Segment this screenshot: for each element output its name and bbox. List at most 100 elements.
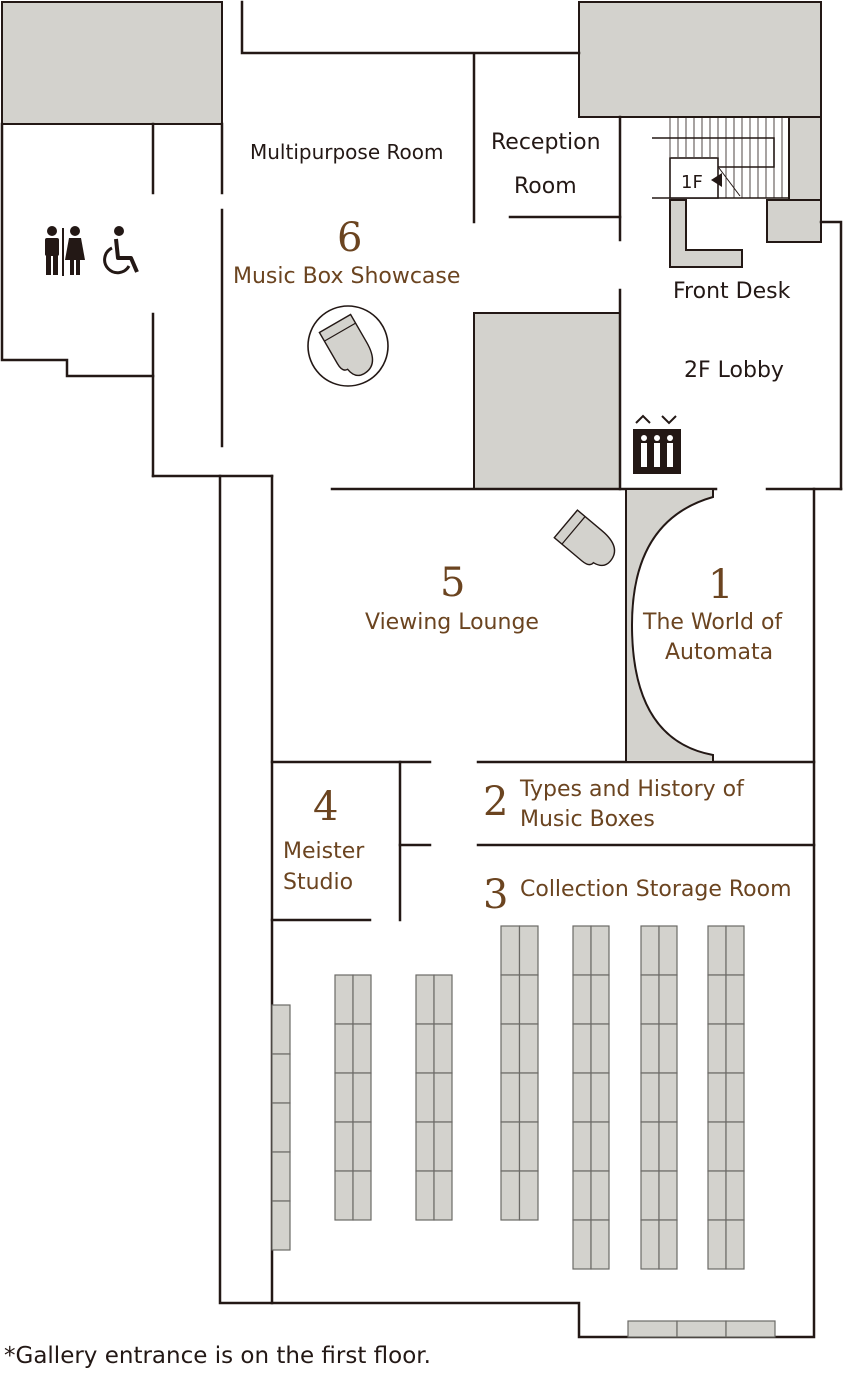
shelf-cell bbox=[500, 925, 521, 976]
block-stair-right bbox=[788, 116, 822, 201]
shelf-cell bbox=[518, 1023, 539, 1074]
shelf-cell bbox=[271, 1053, 291, 1104]
block-top-right bbox=[578, 1, 822, 118]
shelf-cell bbox=[518, 974, 539, 1025]
exhibit-label: Types and History of bbox=[519, 777, 745, 802]
shelf-cell bbox=[352, 974, 372, 1025]
shelf-cell bbox=[572, 1121, 592, 1172]
shelf-cell bbox=[590, 974, 610, 1025]
shelf-cell bbox=[725, 1121, 745, 1172]
shelf-cell bbox=[590, 925, 610, 976]
shelf-cell bbox=[572, 1170, 592, 1221]
shelf-cell bbox=[415, 1121, 435, 1172]
block-center bbox=[473, 312, 621, 490]
shelf-cell bbox=[518, 1072, 539, 1123]
outer-wall-right bbox=[819, 220, 843, 491]
shelf-cell bbox=[415, 1072, 435, 1123]
shelf-cell bbox=[725, 925, 745, 976]
grand-piano-icon bbox=[307, 305, 389, 387]
shelf-cell bbox=[334, 1121, 354, 1172]
shelf-cell bbox=[640, 1170, 660, 1221]
shelf-cell bbox=[572, 1219, 592, 1270]
shelf-cell bbox=[627, 1320, 678, 1338]
exhibit-label: The World of bbox=[642, 610, 783, 635]
automata-display-curve bbox=[625, 488, 714, 763]
outer-wall bbox=[240, 0, 581, 55]
shelf-cell bbox=[707, 1219, 727, 1270]
outer-wall-left bbox=[0, 122, 155, 378]
shelf-cell bbox=[500, 974, 521, 1025]
shelf-cell bbox=[352, 1121, 372, 1172]
shelf-cell bbox=[658, 1170, 678, 1221]
shelf-cell bbox=[334, 1170, 354, 1221]
exhibit-number: 5 bbox=[440, 560, 465, 606]
shelf-cell bbox=[590, 1170, 610, 1221]
shelf-cell bbox=[271, 1102, 291, 1153]
shelf-cell bbox=[658, 974, 678, 1025]
exhibit-label: Meister bbox=[283, 839, 365, 864]
shelf-cell bbox=[640, 974, 660, 1025]
exhibit-number: 3 bbox=[483, 872, 508, 918]
exhibit-label: Music Boxes bbox=[520, 807, 655, 832]
shelf-cell bbox=[433, 1121, 453, 1172]
shelf-cell bbox=[518, 1121, 539, 1172]
shelf-cell bbox=[271, 1151, 291, 1202]
shelf-cell bbox=[518, 1170, 539, 1221]
shelf-cell bbox=[658, 1072, 678, 1123]
exhibit-number: 2 bbox=[483, 779, 508, 825]
exhibit-label: Collection Storage Room bbox=[520, 877, 792, 902]
exhibit-number: 4 bbox=[313, 784, 338, 830]
shelf-cell bbox=[433, 1170, 453, 1221]
exhibit-label: Studio bbox=[283, 870, 353, 895]
shelf-cell bbox=[676, 1320, 727, 1338]
shelf-cell bbox=[500, 1170, 521, 1221]
shelf-cell bbox=[658, 1219, 678, 1270]
shelf-cell bbox=[500, 1072, 521, 1123]
shelf-cell bbox=[658, 1023, 678, 1074]
room-label-multipurpose: Multipurpose Room bbox=[250, 140, 443, 164]
shelf-cell bbox=[725, 1170, 745, 1221]
exhibit-number: 6 bbox=[337, 215, 362, 261]
shelf-cell bbox=[707, 1121, 727, 1172]
elevator-icon bbox=[633, 414, 681, 474]
shelf-cell bbox=[271, 1200, 291, 1251]
staircase: 1F bbox=[622, 116, 789, 199]
stair-floor-label: 1F bbox=[681, 172, 703, 193]
shelf-cell bbox=[415, 974, 435, 1025]
shelf-cell bbox=[640, 1023, 660, 1074]
shelf-cell bbox=[352, 1170, 372, 1221]
shelf-cell bbox=[590, 1121, 610, 1172]
shelf-cell bbox=[658, 925, 678, 976]
grand-piano-icon bbox=[553, 509, 616, 567]
room-label-front-desk: Front Desk bbox=[673, 279, 791, 304]
shelf-cell bbox=[415, 1023, 435, 1074]
shelf-cell bbox=[590, 1219, 610, 1270]
shelf-cell bbox=[658, 1121, 678, 1172]
shelf-cell bbox=[433, 1072, 453, 1123]
shelf-cell bbox=[707, 1072, 727, 1123]
shelf-cell bbox=[500, 1121, 521, 1172]
exhibit-label: Automata bbox=[665, 640, 773, 665]
footnote: *Gallery entrance is on the first floor. bbox=[4, 1343, 431, 1369]
shelf-cell bbox=[572, 974, 592, 1025]
room-label-reception-2: Room bbox=[514, 174, 577, 199]
shelf-cell bbox=[725, 1023, 745, 1074]
shelf-cell bbox=[500, 1023, 521, 1074]
shelf-cell bbox=[707, 974, 727, 1025]
shelf-cell bbox=[725, 974, 745, 1025]
block-top-left bbox=[1, 1, 223, 125]
shelf-cell bbox=[433, 1023, 453, 1074]
shelf-cell bbox=[725, 1072, 745, 1123]
block-right-small bbox=[766, 199, 822, 243]
shelf-cell bbox=[707, 925, 727, 976]
shelf-cell bbox=[725, 1219, 745, 1270]
exhibit-number: 1 bbox=[708, 562, 733, 608]
shelf-cell bbox=[590, 1072, 610, 1123]
shelf-cell bbox=[415, 1170, 435, 1221]
shelf-cell bbox=[352, 1072, 372, 1123]
storage-shelves bbox=[271, 925, 776, 1338]
shelf-cell bbox=[640, 1072, 660, 1123]
restroom-icon bbox=[45, 226, 85, 276]
shelf-cell bbox=[334, 1023, 354, 1074]
